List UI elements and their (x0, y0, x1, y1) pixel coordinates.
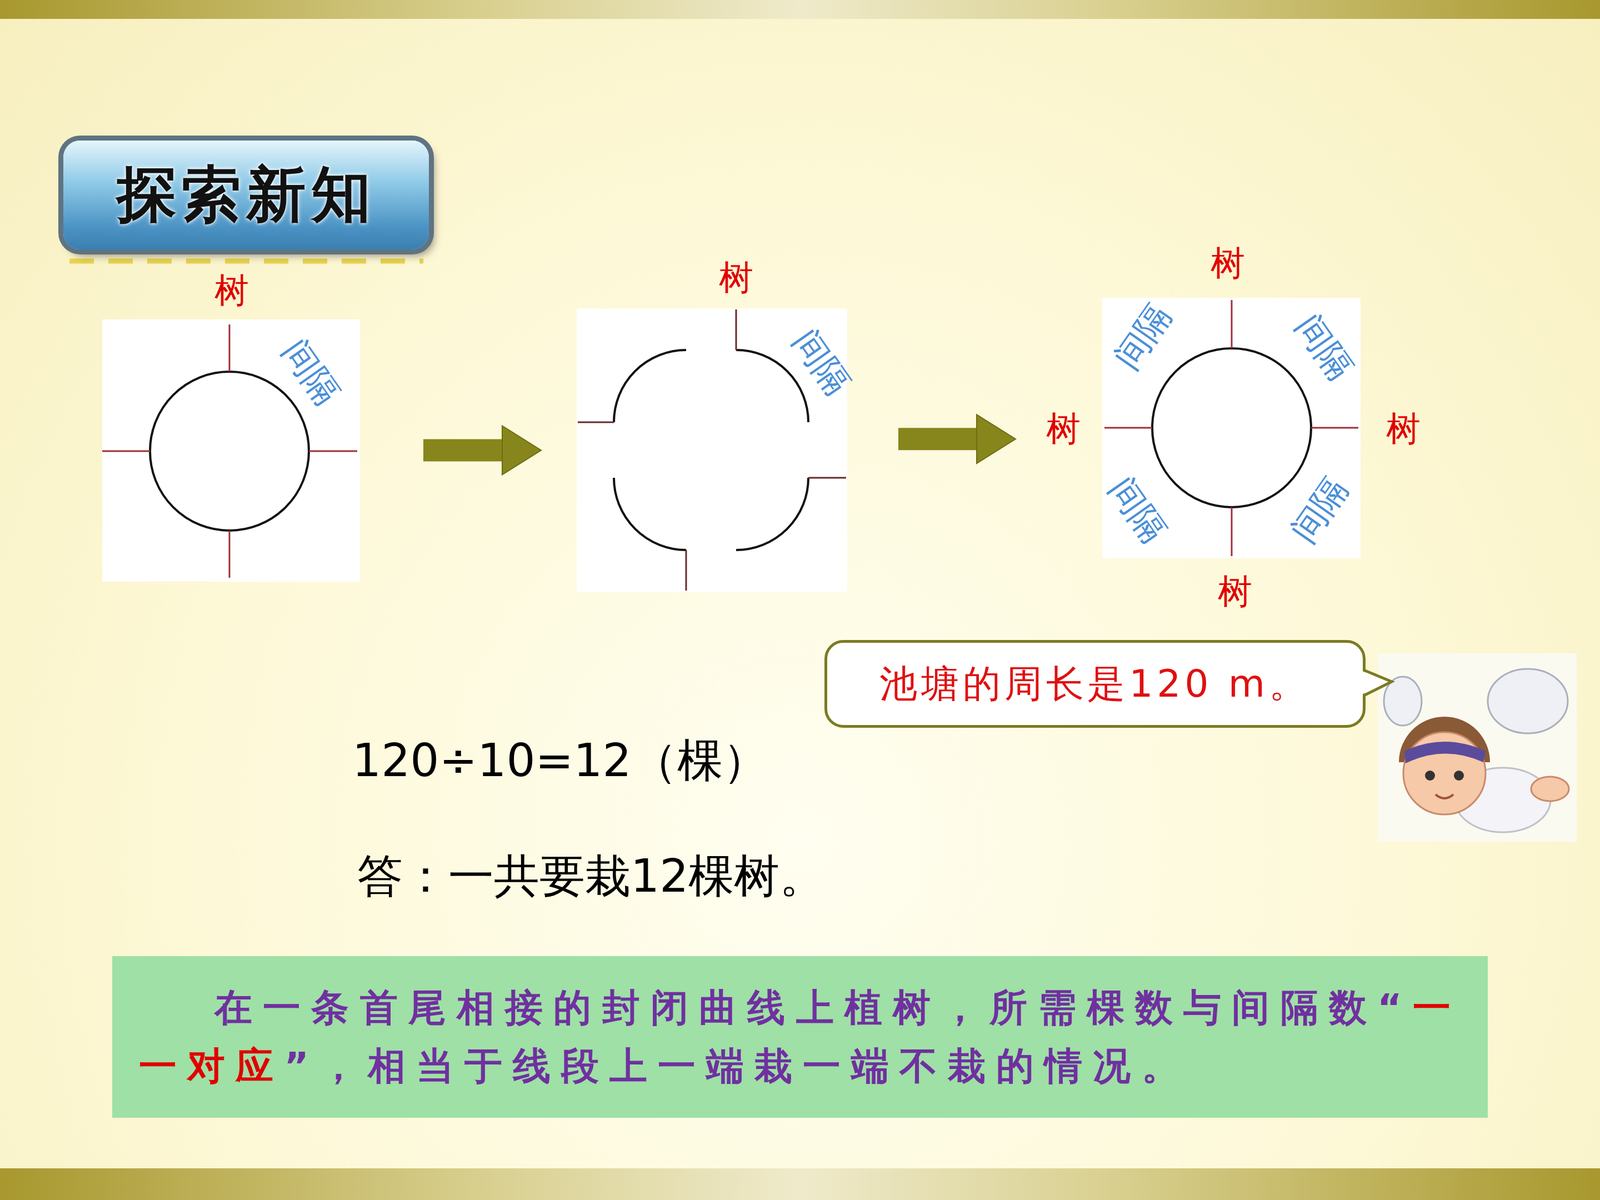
angel-illustration (1377, 653, 1577, 842)
panel-labelled-circle (1102, 297, 1361, 559)
tree-tick (1231, 300, 1233, 349)
arc-piece (613, 477, 687, 550)
block-arrow (423, 426, 542, 475)
tree-tick (808, 477, 847, 479)
equation: 120÷10=12（棵） (352, 737, 769, 784)
pond-circle (150, 371, 309, 531)
answer-line: 答：一共要栽12棵树。 (357, 853, 825, 899)
interval-label: 间隔 (1290, 308, 1359, 385)
tree-tick (228, 324, 231, 372)
arc-piece (613, 350, 687, 423)
eye (1425, 770, 1435, 781)
tail-fill (1360, 670, 1392, 695)
diagram-panel: 树间隔 (102, 319, 360, 582)
interval-label: 间隔 (787, 323, 856, 400)
interval-label: 间隔 (1103, 471, 1172, 548)
panel-whole-circle (102, 319, 360, 582)
interval-label: 间隔 (277, 333, 345, 410)
speech-bubble: 池塘的周长是120 m。 (824, 640, 1366, 728)
bottom-bar (0, 1168, 1600, 1200)
tree-tick (1104, 427, 1153, 429)
arc-piece (736, 350, 809, 423)
eye (1453, 770, 1464, 781)
summary-text: 在一条首尾相接的封闭曲线上植树，所需棵数与间隔数“ (214, 985, 1413, 1030)
tree-label: 树 (1046, 411, 1081, 447)
tree-label: 树 (1386, 411, 1421, 447)
section-badge: 探索新知 (63, 140, 429, 250)
tree-tick (577, 421, 614, 424)
tree-tick (102, 450, 150, 453)
bubble-tail (1360, 668, 1392, 700)
face (1403, 732, 1486, 815)
tail-outline (1365, 670, 1392, 695)
summary-text: ”，相当于线段上一端栽一端不栽的情况。 (283, 1043, 1190, 1088)
picture-ground (1377, 653, 1577, 842)
arm (1531, 776, 1569, 802)
interval-label: 间隔 (1108, 298, 1177, 375)
dashed-rule (69, 258, 424, 264)
pond-circle (1152, 348, 1312, 508)
headband (1404, 741, 1486, 764)
wing (1487, 668, 1568, 734)
tree-ticks (102, 324, 358, 578)
summary-box: 在一条首尾相接的封闭曲线上植树，所需棵数与间隔数“一一对应”，相当于线段上一端栽… (112, 956, 1488, 1118)
tree-tick (308, 450, 358, 453)
arrow-head (976, 414, 1016, 464)
mouth (1435, 794, 1454, 799)
top-bar (0, 0, 1600, 19)
interval-label: 间隔 (1285, 471, 1354, 548)
arc-piece (736, 477, 809, 550)
tree-tick (735, 309, 738, 350)
diagram-panel: 树间隔 (576, 308, 848, 592)
tree-tick (1231, 507, 1233, 557)
section-title: 探索新知 (116, 154, 377, 236)
tree-label: 树 (1210, 246, 1245, 281)
panel-ground (102, 319, 360, 582)
block-arrow (898, 414, 1016, 464)
tree-tick (1311, 427, 1359, 429)
cut-arcs (613, 350, 809, 550)
tree-tick (685, 550, 688, 591)
arrow-shaft (898, 427, 978, 450)
tree-label: 树 (214, 273, 249, 308)
tree-label: 树 (1217, 574, 1253, 609)
panel-ground (1102, 297, 1361, 559)
diagram-panel: 树间隔间隔树树间隔间隔树 (1102, 297, 1361, 559)
summary-paragraph: 在一条首尾相接的封闭曲线上植树，所需棵数与间隔数“一一对应”，相当于线段上一端栽… (138, 978, 1462, 1096)
speech-text: 池塘的周长是120 m。 (879, 658, 1310, 710)
arrow-head (502, 426, 542, 475)
tree-tick (228, 530, 231, 578)
arrow-shaft (423, 439, 504, 462)
tree-label: 树 (718, 260, 754, 295)
